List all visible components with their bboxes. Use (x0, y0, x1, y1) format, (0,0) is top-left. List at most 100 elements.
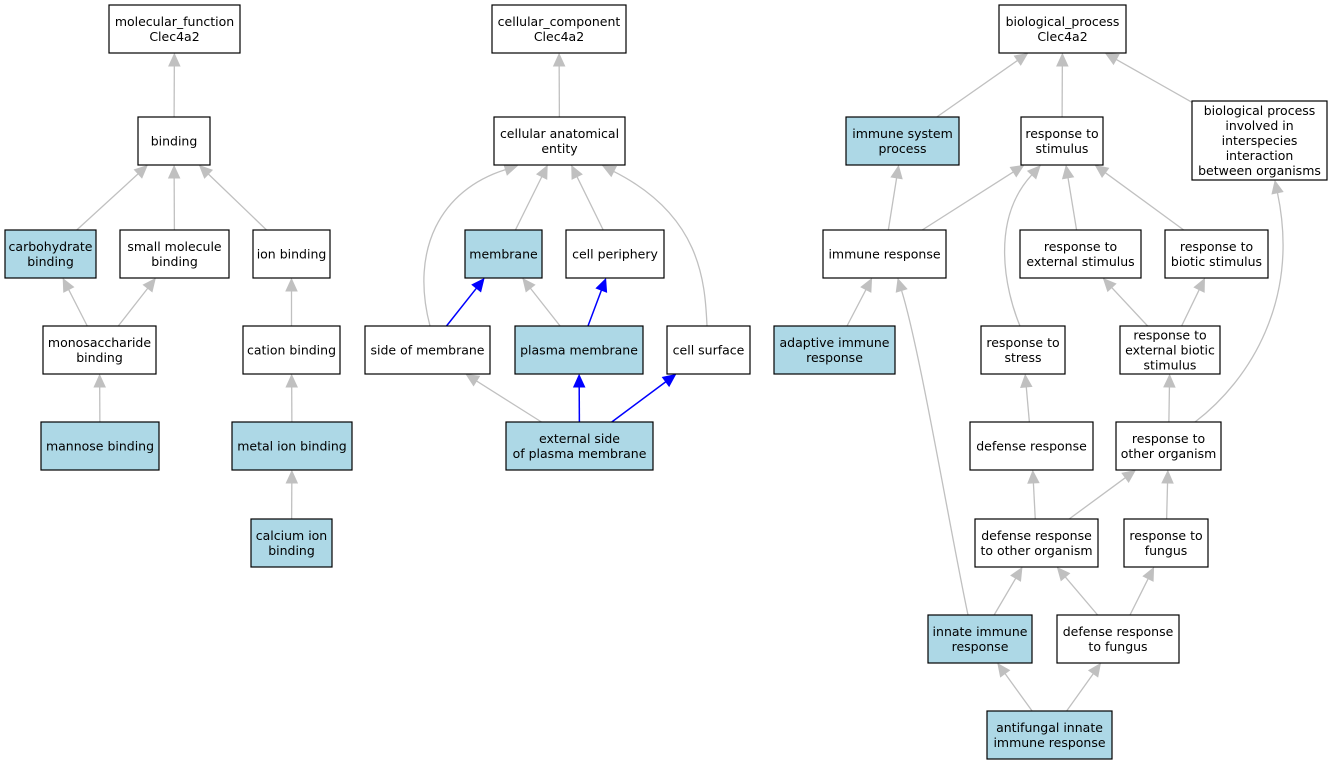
node-label-defense-response-line-1: defense response (976, 439, 1087, 454)
edge-defense-response-to-fungus-to-defense-response-to-other-organism-arrowhead (1056, 566, 1071, 582)
edge-external-side-pm-to-side-of-membrane (476, 380, 542, 423)
edge-side-of-membrane-to-cellular-anatomical-entity-arrowhead (503, 163, 519, 176)
edge-response-to-external-biotic-stimulus-to-response-to-external-stimulus-arrowhead (1102, 277, 1117, 293)
edge-innate-immune-response-to-immune-response (900, 290, 969, 616)
edge-immune-response-to-immune-system-process-arrowhead (890, 164, 903, 180)
node-label-mf-root-line-1: molecular_function (115, 14, 234, 29)
node-box-response-to-other-organism (1115, 421, 1222, 471)
edge-external-side-pm-to-side-of-membrane-arrowhead (465, 373, 481, 387)
edge-cation-binding-to-ion-binding-arrowhead (285, 277, 298, 292)
node-box-cellular-anatomical-entity (493, 116, 626, 166)
node-box-response-to-biotic-stimulus (1164, 229, 1269, 279)
node-label-innate-immune-response-line-2: response (952, 639, 1009, 654)
node-label-response-to-external-biotic-stimulus-line-1: response to (1133, 328, 1206, 343)
node-label-response-to-external-stimulus-line-2: external stimulus (1026, 254, 1134, 269)
node-mannose-binding[interactable]: mannose binding (40, 421, 160, 471)
node-box-small-molecule-binding (119, 229, 230, 279)
node-label-bp-interspecies-line-3: interspecies (1222, 133, 1298, 148)
node-ion-binding[interactable]: ion binding (252, 229, 331, 279)
edge-response-to-stress-to-response-to-stimulus-arrowhead (1026, 165, 1041, 180)
edge-immune-response-to-immune-system-process (887, 177, 898, 231)
node-label-binding-line-1: binding (151, 134, 198, 149)
node-label-membrane-line-1: membrane (469, 247, 538, 262)
edge-side-of-membrane-to-membrane (445, 287, 478, 327)
node-label-defense-response-to-fungus-line-2: to fungus (1088, 639, 1147, 654)
edge-antifungal-innate-immune-response-to-innate-immune-response-arrowhead (997, 662, 1011, 678)
edge-cellular-anatomical-entity-to-cc-root-arrowhead (552, 52, 566, 67)
node-binding[interactable]: binding (137, 116, 211, 166)
edge-response-to-biotic-stimulus-to-response-to-stimulus-arrowhead (1094, 164, 1110, 179)
node-metal-ion-binding[interactable]: metal ion binding (231, 421, 353, 471)
node-box-bp-root (998, 4, 1127, 54)
edge-response-to-other-organism-to-bp-interspecies (1194, 192, 1284, 423)
edge-immune-system-process-to-bp-root-arrowhead (1013, 52, 1029, 66)
edge-defense-response-to-fungus-to-response-to-fungus (1129, 578, 1149, 616)
node-label-response-to-other-organism-line-1: response to (1132, 431, 1205, 446)
edge-membrane-to-cellular-anatomical-entity (514, 176, 543, 231)
node-box-response-to-stress (980, 325, 1066, 375)
node-label-response-to-biotic-stimulus-line-1: response to (1180, 239, 1253, 254)
edge-defense-response-to-other-organism-to-defense-response-arrowhead (1027, 469, 1040, 484)
node-label-response-to-external-biotic-stimulus-line-3: stimulus (1144, 358, 1197, 373)
node-box-defense-response (969, 421, 1094, 471)
node-label-calcium-ion-binding-line-1: calcium ion (256, 528, 327, 543)
node-side-of-membrane[interactable]: side of membrane (364, 325, 491, 375)
edge-monosaccharide-binding-to-small-molecule-binding (117, 287, 149, 327)
edge-defense-response-to-response-to-stress-arrowhead (1020, 373, 1033, 389)
node-membrane[interactable]: membrane (464, 229, 543, 279)
node-box-mf-root (108, 4, 241, 54)
node-plasma-membrane[interactable]: plasma membrane (514, 325, 644, 375)
node-cation-binding[interactable]: cation binding (242, 325, 341, 375)
edge-side-of-membrane-to-cellular-anatomical-entity (423, 168, 506, 327)
node-cell-surface[interactable]: cell surface (666, 325, 751, 375)
node-box-immune-response (822, 229, 947, 279)
edge-external-side-pm-to-cell-surface (611, 381, 667, 423)
node-label-carbohydrate-binding-line-1: carbohydrate (9, 239, 93, 254)
node-defense-response[interactable]: defense response (969, 421, 1094, 471)
node-label-cell-surface-line-1: cell surface (673, 343, 745, 358)
edge-response-to-external-biotic-stimulus-to-response-to-external-stimulus (1111, 287, 1149, 327)
node-box-plasma-membrane (514, 325, 644, 375)
node-label-cell-periphery-line-1: cell periphery (572, 247, 658, 262)
edge-binding-to-mf-root-arrowhead (168, 52, 181, 67)
node-label-cellular-anatomical-entity-line-2: entity (541, 141, 578, 156)
node-label-bp-interspecies-line-5: between organisms (1198, 163, 1321, 178)
node-cell-periphery[interactable]: cell periphery (565, 229, 665, 279)
node-label-adaptive-immune-response-line-1: adaptive immune (780, 335, 890, 350)
edge-side-of-membrane-to-membrane-arrowhead (471, 277, 485, 293)
edge-adaptive-immune-response-to-immune-response (846, 289, 867, 327)
node-label-defense-response-to-other-organism-line-1: defense response (981, 528, 1092, 543)
edge-immune-system-process-to-bp-root (936, 59, 1018, 118)
node-immune-response[interactable]: immune response (822, 229, 947, 279)
node-label-adaptive-immune-response-line-2: response (806, 350, 863, 365)
edges-layer (62, 52, 1284, 712)
node-label-antifungal-innate-immune-response-line-2: immune response (993, 735, 1105, 750)
node-label-response-to-fungus-line-2: fungus (1145, 543, 1188, 558)
edge-response-to-external-stimulus-to-response-to-stimulus (1067, 177, 1078, 231)
edge-immune-response-to-response-to-stimulus-arrowhead (1009, 164, 1025, 178)
